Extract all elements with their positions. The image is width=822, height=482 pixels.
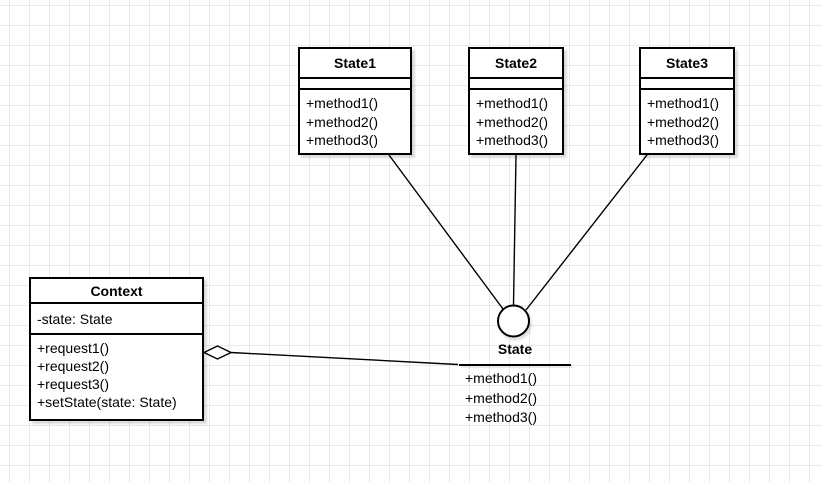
class-attributes-empty <box>641 79 733 90</box>
method-row: +method3() <box>476 132 548 148</box>
class-box-state1[interactable]: State1 +method1() +method2() +method3() <box>298 47 412 155</box>
method-row: +method1() <box>647 95 719 111</box>
method-row: +method2() <box>465 389 537 406</box>
class-title: State1 <box>300 49 410 79</box>
interface-methods[interactable]: +method1() +method2() +method3() <box>465 369 537 428</box>
aggregation-diamond[interactable] <box>202 345 233 360</box>
edge-state2-to-lollipop[interactable] <box>512 154 517 306</box>
class-box-state3[interactable]: State3 +method1() +method2() +method3() <box>639 47 735 155</box>
class-methods: +method1() +method2() +method3() <box>641 90 733 150</box>
interface-name-label[interactable]: State <box>497 341 533 357</box>
class-methods: +method1() +method2() +method3() <box>470 90 562 150</box>
class-attributes-empty <box>470 79 562 90</box>
class-box-context[interactable]: Context -state: State +request1() +reque… <box>29 277 204 421</box>
method-row: +method3() <box>306 132 378 148</box>
method-row: +method3() <box>647 132 719 148</box>
method-row: +request3() <box>37 376 109 392</box>
method-row: +method1() <box>306 95 378 111</box>
method-row: +method2() <box>647 113 719 130</box>
method-row: +request1() <box>37 340 109 356</box>
edge-state1-to-lollipop[interactable] <box>388 154 504 310</box>
edge-context-to-state[interactable] <box>230 351 459 366</box>
method-row: +method1() <box>476 95 548 111</box>
method-row: +method2() <box>476 113 548 130</box>
interface-lollipop-circle[interactable] <box>497 304 530 338</box>
method-row: +method1() <box>465 370 537 386</box>
class-title: Context <box>31 279 202 304</box>
class-methods: +request1() +request2() +request3() +set… <box>31 335 202 411</box>
method-row: +request2() <box>37 358 109 374</box>
method-row: +method3() <box>465 409 537 425</box>
class-title: State3 <box>641 49 733 79</box>
class-attribute-row: -state: State <box>31 304 202 335</box>
class-attributes-empty <box>300 79 410 90</box>
edge-state3-to-lollipop[interactable] <box>525 154 648 311</box>
class-box-state2[interactable]: State2 +method1() +method2() +method3() <box>468 47 564 155</box>
method-row: +method2() <box>306 113 378 130</box>
class-methods: +method1() +method2() +method3() <box>300 90 410 150</box>
class-title: State2 <box>470 49 562 79</box>
interface-separator-line <box>459 364 571 366</box>
method-row: +setState(state: State) <box>37 394 177 410</box>
